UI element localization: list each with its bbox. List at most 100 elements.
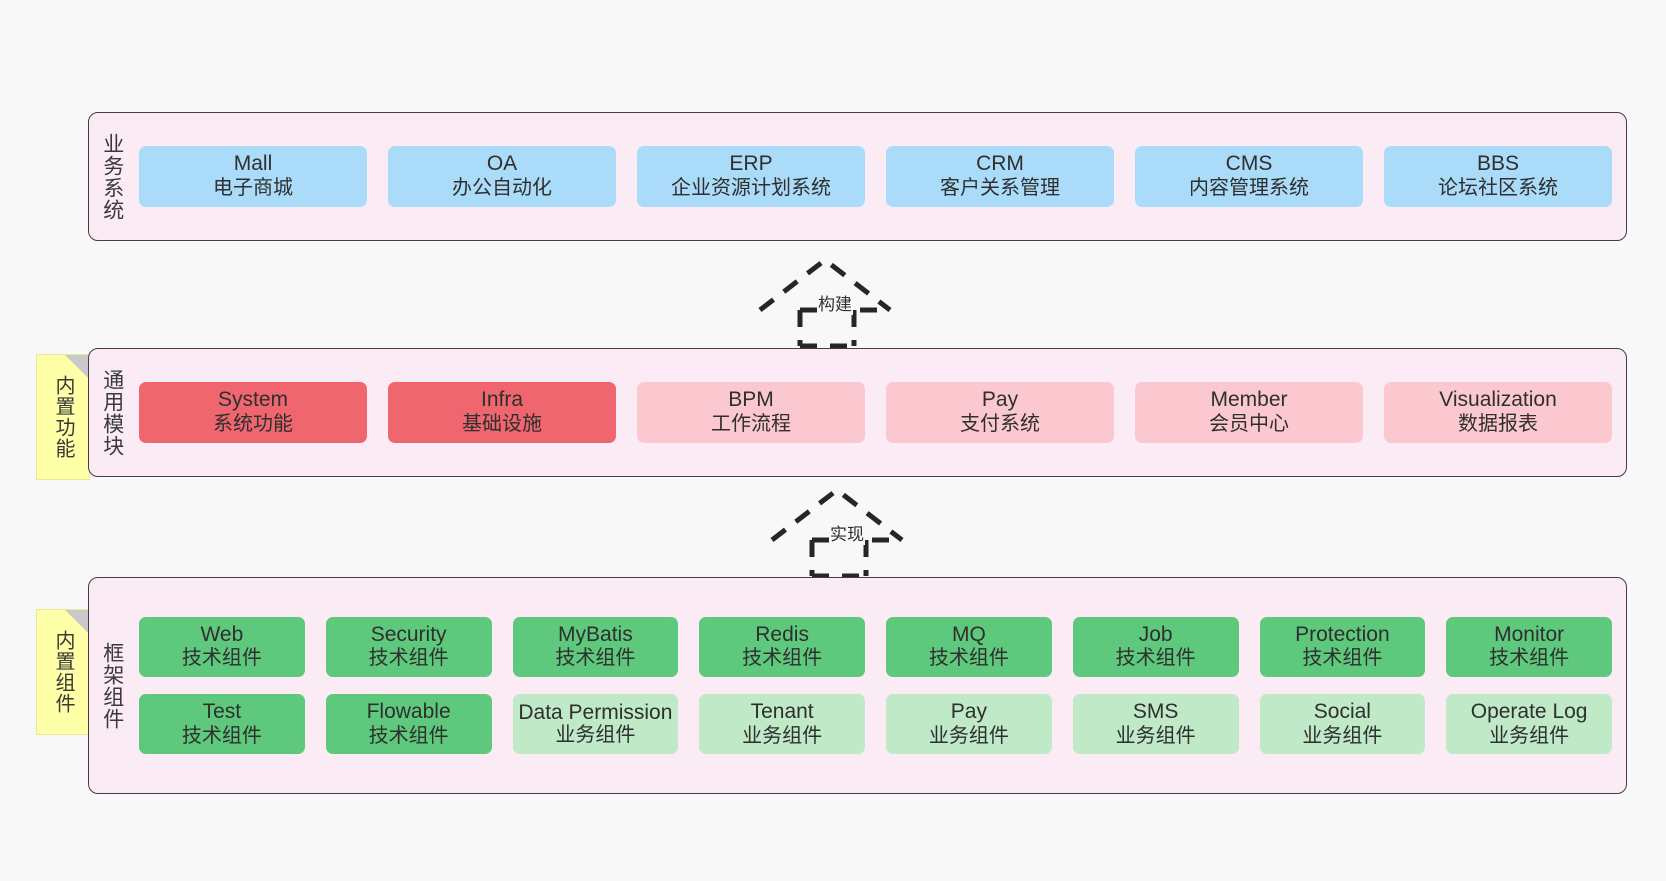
node-subtitle: 基础设施 — [462, 413, 542, 436]
node-mybatis[interactable]: MyBatis 技术组件 — [512, 616, 679, 677]
layer-common-module[interactable]: 通用模块 System 系统功能 Infra 基础设施 BPM 工作流程 Pay… — [88, 348, 1627, 477]
layer-title-business-system: 业务系统 — [100, 132, 124, 221]
note-label: 内置功能 — [52, 375, 74, 459]
node-operate-log[interactable]: Operate Log 业务组件 — [1446, 694, 1612, 755]
node-subtitle: 业务组件 — [555, 723, 636, 746]
node-title: MQ — [951, 622, 986, 646]
node-subtitle: 客户关系管理 — [940, 177, 1060, 200]
node-pay-business[interactable]: Pay 业务组件 — [886, 694, 1052, 755]
layer-body-common-module: System 系统功能 Infra 基础设施 BPM 工作流程 Pay 支付系统… — [135, 349, 1626, 476]
layer-row: Web 技术组件 Security 技术组件 MyBatis 技术组件 Redi… — [139, 616, 1612, 677]
node-title: Protection — [1295, 622, 1390, 646]
node-title: System — [217, 388, 288, 412]
node-subtitle: 办公自动化 — [452, 177, 552, 200]
node-title: Member — [1210, 388, 1288, 412]
node-subtitle: 内容管理系统 — [1189, 177, 1309, 200]
note-builtin-component[interactable]: 内置组件 — [36, 609, 90, 735]
node-subtitle: 技术组件 — [181, 647, 262, 670]
node-subtitle: 技术组件 — [1489, 647, 1570, 670]
node-subtitle: 系统功能 — [213, 413, 293, 436]
node-title: OA — [486, 152, 518, 176]
node-job[interactable]: Job 技术组件 — [1072, 616, 1239, 677]
node-mall[interactable]: Mall 电子商城 — [139, 146, 367, 207]
node-title: Social — [1313, 700, 1371, 723]
node-title: SMS — [1132, 700, 1179, 723]
node-subtitle: 技术组件 — [181, 724, 262, 747]
arrowhead-hollow-triangle — [770, 486, 904, 542]
node-subtitle: 工作流程 — [711, 413, 791, 436]
node-subtitle: 企业资源计划系统 — [671, 177, 831, 200]
node-title: Test — [202, 700, 242, 723]
node-subtitle: 支付系统 — [960, 413, 1040, 436]
note-fold-icon — [65, 355, 89, 379]
node-protection[interactable]: Protection 技术组件 — [1259, 616, 1426, 677]
layer-row: Mall 电子商城 OA 办公自动化 ERP 企业资源计划系统 CRM 客户关系… — [139, 146, 1612, 207]
connector-label-build: 构建 — [817, 290, 853, 315]
node-bpm[interactable]: BPM 工作流程 — [637, 382, 865, 443]
node-visualization[interactable]: Visualization 数据报表 — [1384, 382, 1612, 443]
node-title: CMS — [1225, 152, 1273, 176]
layer-title-framework-component: 框架组件 — [100, 641, 124, 730]
node-crm[interactable]: CRM 客户关系管理 — [886, 146, 1114, 207]
node-subtitle: 技术组件 — [928, 647, 1009, 670]
layer-title-common-module: 通用模块 — [100, 368, 124, 457]
node-infra[interactable]: Infra 基础设施 — [388, 382, 616, 443]
node-cms[interactable]: CMS 内容管理系统 — [1135, 146, 1363, 207]
node-subtitle: 业务组件 — [1302, 724, 1383, 747]
node-subtitle: 会员中心 — [1209, 413, 1289, 436]
node-subtitle: 技术组件 — [555, 647, 636, 670]
node-sms[interactable]: SMS 业务组件 — [1072, 694, 1239, 755]
note-label: 内置组件 — [52, 630, 74, 714]
node-mq[interactable]: MQ 技术组件 — [886, 616, 1052, 677]
node-subtitle: 业务组件 — [928, 724, 1009, 747]
node-monitor[interactable]: Monitor 技术组件 — [1446, 616, 1612, 677]
node-title: Redis — [755, 622, 809, 646]
node-erp[interactable]: ERP 企业资源计划系统 — [637, 146, 865, 207]
node-title: MyBatis — [558, 622, 633, 646]
node-member[interactable]: Member 会员中心 — [1135, 382, 1363, 443]
node-subtitle: 业务组件 — [1115, 724, 1196, 747]
node-title: ERP — [729, 152, 773, 176]
node-title: Tenant — [750, 700, 814, 723]
node-tenant[interactable]: Tenant 业务组件 — [699, 694, 865, 755]
node-redis[interactable]: Redis 技术组件 — [699, 616, 865, 677]
layer-row: Test 技术组件 Flowable 技术组件 Data Permission … — [139, 694, 1612, 755]
node-title: Operate Log — [1470, 700, 1588, 723]
node-oa[interactable]: OA 办公自动化 — [388, 146, 616, 207]
node-social[interactable]: Social 业务组件 — [1259, 694, 1426, 755]
node-test[interactable]: Test 技术组件 — [139, 694, 305, 755]
node-system[interactable]: System 系统功能 — [139, 382, 367, 443]
node-title: BPM — [728, 388, 774, 412]
node-title: Pay — [950, 700, 987, 723]
node-subtitle: 业务组件 — [1489, 724, 1570, 747]
node-title: CRM — [976, 152, 1024, 176]
layer-business-system[interactable]: 业务系统 Mall 电子商城 OA 办公自动化 ERP 企业资源计划系统 CRM… — [88, 112, 1627, 241]
node-web[interactable]: Web 技术组件 — [139, 616, 305, 677]
node-pay[interactable]: Pay 支付系统 — [886, 382, 1114, 443]
node-title: Security — [370, 622, 447, 646]
node-title: Infra — [480, 388, 524, 412]
node-title: BBS — [1476, 152, 1520, 176]
node-title: Job — [1138, 622, 1173, 646]
node-subtitle: 技术组件 — [742, 647, 823, 670]
node-flowable[interactable]: Flowable 技术组件 — [325, 694, 492, 755]
node-subtitle: 技术组件 — [1302, 647, 1383, 670]
node-title: Data Permission — [518, 700, 673, 724]
layer-framework-component[interactable]: 框架组件 Web 技术组件 Security 技术组件 MyBatis 技术组件… — [88, 577, 1627, 794]
node-title: Visualization — [1439, 388, 1557, 412]
arrowhead-hollow-triangle — [758, 256, 892, 312]
node-title: Flowable — [366, 700, 451, 723]
note-builtin-function[interactable]: 内置功能 — [36, 354, 90, 480]
node-data-permission[interactable]: Data Permission 业务组件 — [512, 694, 679, 755]
layer-body-framework-component: Web 技术组件 Security 技术组件 MyBatis 技术组件 Redi… — [135, 578, 1626, 793]
node-subtitle: 技术组件 — [368, 647, 449, 670]
node-subtitle: 数据报表 — [1458, 413, 1538, 436]
layer-body-business-system: Mall 电子商城 OA 办公自动化 ERP 企业资源计划系统 CRM 客户关系… — [135, 113, 1626, 240]
node-subtitle: 电子商城 — [213, 177, 293, 200]
node-subtitle: 技术组件 — [368, 724, 449, 747]
node-title: Monitor — [1494, 622, 1565, 646]
node-security[interactable]: Security 技术组件 — [325, 616, 492, 677]
node-title: Web — [200, 622, 244, 646]
node-bbs[interactable]: BBS 论坛社区系统 — [1384, 146, 1612, 207]
